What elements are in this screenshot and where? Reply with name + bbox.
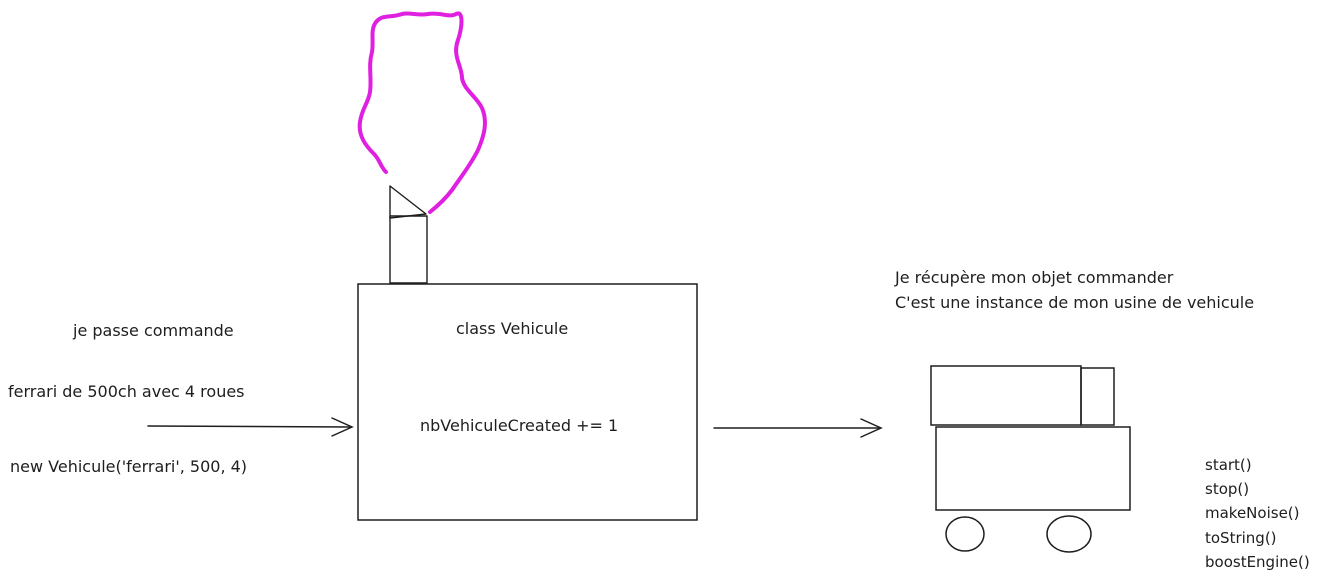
vehicle-wheel-front xyxy=(945,516,985,552)
output-arrow xyxy=(713,418,883,438)
result-line-2: C'est une instance de mon usine de vehic… xyxy=(895,293,1255,312)
vehicle-body xyxy=(935,426,1131,511)
ferrari-spec-label: ferrari de 500ch avec 4 roues xyxy=(8,382,245,401)
method-start: start() xyxy=(1205,456,1252,474)
result-line-1: Je récupère mon objet commander xyxy=(895,268,1174,287)
factory-chimney xyxy=(389,185,428,284)
method-stop: stop() xyxy=(1205,480,1250,499)
counter-label: nbVehiculeCreated += 1 xyxy=(420,416,619,435)
class-name-label: class Vehicule xyxy=(456,319,569,338)
method-boost-engine: boostEngine() xyxy=(1205,552,1310,571)
vehicle-drawing xyxy=(930,365,1131,553)
input-arrow xyxy=(147,417,354,437)
methods-list: start() stop() makeNoise() toString() bo… xyxy=(1205,453,1310,574)
vehicle-cab xyxy=(930,365,1082,426)
method-make-noise: makeNoise() xyxy=(1205,504,1300,523)
order-label: je passe commande xyxy=(73,321,234,340)
factory-box xyxy=(357,283,698,521)
constructor-call-label: new Vehicule('ferrari', 500, 4) xyxy=(10,457,248,476)
vehicle-cab-rear xyxy=(1080,367,1115,426)
factory-smoke xyxy=(357,11,487,214)
method-to-string: toString() xyxy=(1205,528,1277,547)
vehicle-wheel-rear xyxy=(1046,515,1092,553)
